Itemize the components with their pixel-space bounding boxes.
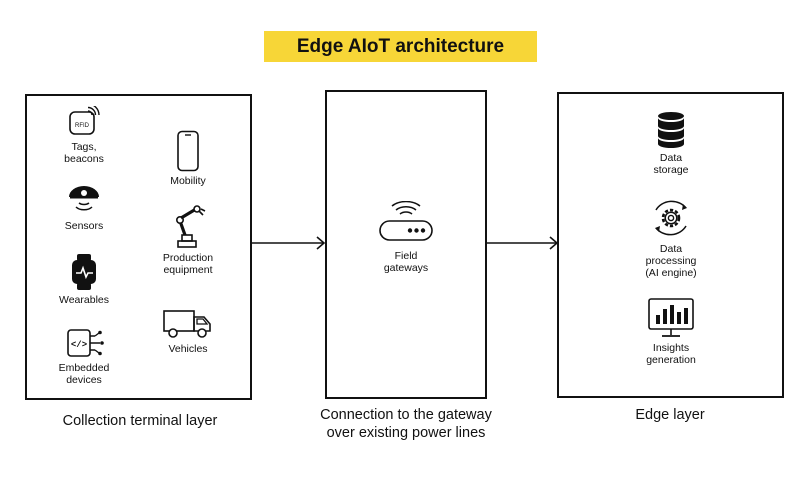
sensor-icon (69, 186, 99, 211)
field-gateways-label: Field gateways (383, 250, 429, 274)
robot-arm-icon (176, 205, 206, 248)
gateway-panel (325, 90, 487, 399)
mobility-label: Mobility (170, 175, 206, 187)
production-equipment-item: Production equipment (148, 203, 228, 276)
embedded-device-icon: </> (67, 329, 104, 357)
truck-icon (163, 310, 211, 338)
embedded-devices-item: </> Embedded devices (44, 327, 124, 386)
diagram-title: Edge AIoT architecture (264, 31, 537, 62)
arrow-to-gateway (252, 236, 326, 250)
data-processing-item: Data processing (AI engine) (631, 196, 711, 279)
gateway-caption: Connection to the gateway over existing … (320, 407, 492, 441)
monitor-chart-icon (648, 298, 694, 337)
collection-terminal-caption: Collection terminal layer (62, 413, 218, 429)
diagram-title-text: Edge AIoT architecture (296, 35, 505, 57)
edge-layer-caption: Edge layer (635, 407, 705, 423)
data-storage-item: Data storage (631, 111, 711, 176)
rfid-icon-text: RFID (75, 123, 90, 129)
mobility-item: Mobility (148, 130, 228, 187)
production-equipment-label: Production equipment (162, 252, 214, 276)
tags-beacons-item: RFID Tags, beacons (44, 106, 124, 165)
wearables-label: Wearables (59, 294, 109, 306)
gear-cycle-icon (655, 200, 687, 236)
vehicles-label: Vehicles (168, 343, 208, 355)
insights-generation-item: Insights generation (631, 297, 711, 366)
collection-terminal-panel (25, 94, 252, 400)
rfid-tag-icon: RFID (69, 106, 100, 135)
embedded-icon-text: </> (71, 340, 87, 350)
embedded-devices-label: Embedded devices (58, 362, 110, 386)
vehicles-item: Vehicles (148, 308, 228, 355)
mobile-phone-icon (177, 130, 199, 172)
data-storage-label: Data storage (653, 152, 689, 176)
tags-beacons-label: Tags, beacons (64, 141, 104, 165)
field-gateways-item: Field gateways (366, 201, 446, 274)
data-processing-label: Data processing (AI engine) (645, 243, 697, 279)
sensors-label: Sensors (64, 220, 104, 232)
sensors-item: Sensors (44, 183, 124, 232)
router-icon (379, 201, 433, 241)
arrow-to-edge-layer (487, 236, 559, 250)
wearables-item: Wearables (44, 253, 124, 306)
smartwatch-icon (72, 254, 96, 290)
database-icon (658, 112, 684, 148)
insights-generation-label: Insights generation (646, 342, 696, 366)
